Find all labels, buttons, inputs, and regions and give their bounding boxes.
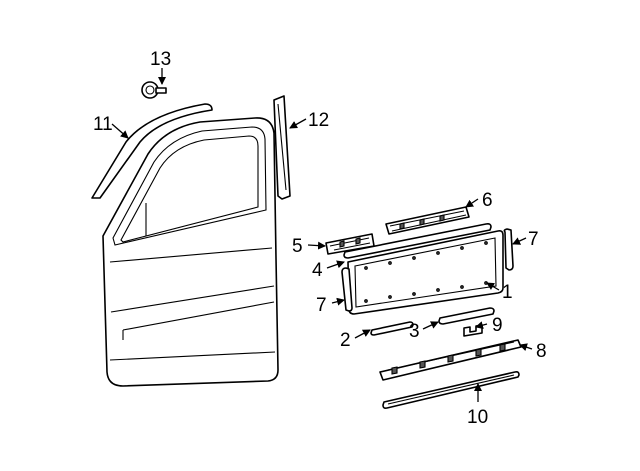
callout-2: 2 xyxy=(340,330,351,351)
frame-moulding-part xyxy=(91,103,213,199)
callout-7-upper: 7 xyxy=(528,229,539,250)
end-cap-left-part xyxy=(341,267,353,312)
callout-1: 1 xyxy=(502,282,513,303)
end-cap-right-part xyxy=(503,228,514,271)
callout-numbers: 13 11 12 6 5 7 4 1 7 9 2 3 8 10 xyxy=(93,49,547,428)
short-moulding-part xyxy=(370,321,414,336)
callout-11: 11 xyxy=(93,114,113,135)
bracket-right-part xyxy=(385,206,470,235)
callout-8: 8 xyxy=(536,341,547,362)
pillar-applique-part xyxy=(273,95,291,200)
callout-10: 10 xyxy=(467,407,488,428)
callout-3: 3 xyxy=(409,321,420,342)
callout-7-lower: 7 xyxy=(316,295,327,316)
bracket-left-part xyxy=(325,233,375,255)
callout-13: 13 xyxy=(150,49,171,70)
clip-fastener-part xyxy=(141,81,167,99)
upper-strip-part xyxy=(343,223,492,259)
callout-9: 9 xyxy=(492,315,503,336)
callout-12: 12 xyxy=(308,110,329,131)
callout-6: 6 xyxy=(482,190,493,211)
rocker-moulding-part xyxy=(382,371,520,409)
callout-4: 4 xyxy=(312,260,323,281)
rocker-bracket-part xyxy=(379,339,522,381)
callout-5: 5 xyxy=(292,236,303,257)
door-moulding-panel-part xyxy=(347,230,504,315)
lower-moulding-part xyxy=(438,307,495,325)
front-door xyxy=(102,117,279,387)
leader-lines xyxy=(111,68,533,402)
